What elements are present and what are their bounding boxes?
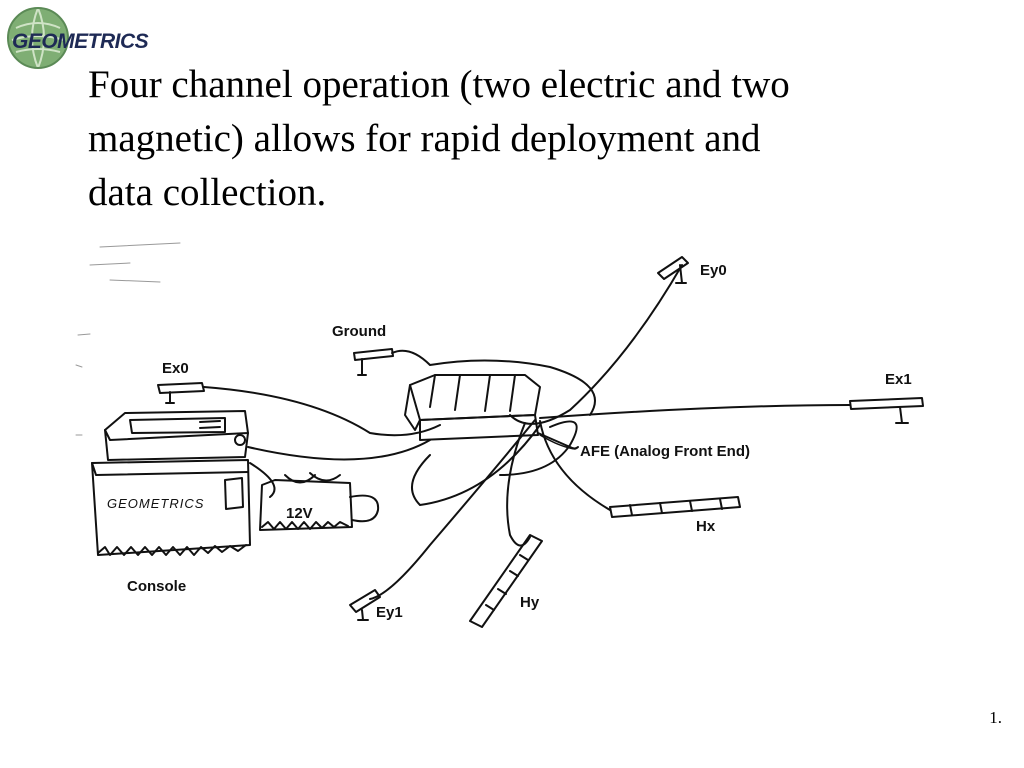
label-ey1: Ey1 [376, 604, 403, 621]
slide-heading: Four channel operation (two electric and… [88, 58, 988, 220]
label-ex0: Ex0 [162, 360, 189, 377]
console-unit [91, 410, 251, 556]
ex1-electrode [849, 397, 924, 424]
hx-magnetometer [609, 496, 741, 518]
geometrics-logo: GEOMETRICS [4, 6, 164, 70]
label-ground: Ground [332, 323, 386, 340]
label-console: Console [127, 578, 186, 595]
ground-electrode [353, 348, 394, 376]
ey1-electrode [349, 589, 381, 621]
page-number: 1. [989, 708, 1002, 727]
logo-text: GEOMETRICS [12, 30, 149, 53]
heading-line-1: Four channel operation (two electric and… [88, 63, 790, 106]
afe-leader-line [539, 434, 576, 450]
label-ex1: Ex1 [885, 371, 912, 388]
battery-label: 12V [286, 505, 313, 522]
sketch-marks [75, 242, 181, 436]
field-deployment-diagram: GEOMETRICS 12V [75, 242, 924, 628]
heading-line-3: data collection. [88, 171, 327, 214]
console-case-label: GEOMETRICS [107, 496, 204, 511]
afe-box [404, 374, 541, 441]
label-ey0: Ey0 [700, 262, 727, 279]
label-afe: AFE (Analog Front End) [580, 443, 750, 460]
cables [203, 264, 851, 600]
label-hy: Hy [520, 594, 540, 611]
battery [259, 472, 380, 531]
hy-magnetometer [469, 534, 543, 628]
globe-icon [7, 7, 69, 69]
heading-line-2: magnetic) allows for rapid deployment an… [88, 117, 761, 160]
label-hx: Hx [696, 518, 716, 535]
ex0-electrode [157, 382, 205, 404]
